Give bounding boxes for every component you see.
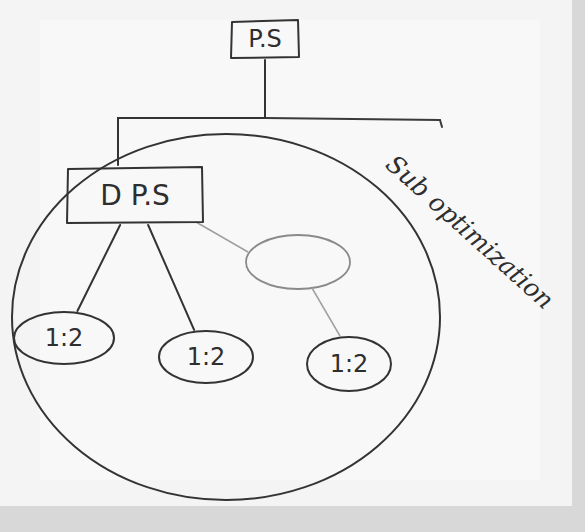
- unit-circle: 1:2: [305, 335, 393, 393]
- connector-line: [77, 225, 120, 311]
- paper-sheet: [0, 0, 572, 506]
- node-label: P.S: [248, 25, 282, 53]
- connector-line: [148, 225, 194, 330]
- node-label: 1:2: [330, 350, 369, 378]
- ellipse-outline: [10, 132, 442, 502]
- empty-ellipse: [246, 235, 350, 289]
- unit-circle: 1:2: [157, 329, 255, 385]
- unit-circle: 1:2: [12, 310, 116, 366]
- paper-light: [40, 20, 540, 480]
- bracket-line: [265, 118, 442, 127]
- node-label: 1:2: [45, 324, 84, 352]
- node-label: 1:2: [187, 343, 226, 371]
- boundary-ellipse: Sub optimizationD P.S1:21:21:2: [10, 132, 442, 502]
- faint-line: [312, 288, 340, 336]
- faint-line: [196, 222, 248, 252]
- process-box: D P.S: [65, 165, 205, 225]
- process-box: P.S: [229, 18, 301, 60]
- node-label: D P.S: [100, 179, 170, 212]
